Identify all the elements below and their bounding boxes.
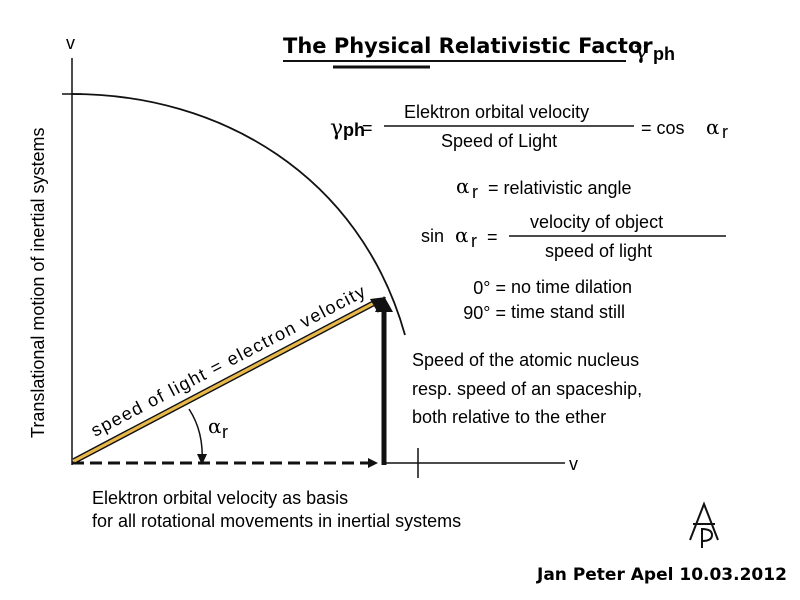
formula2-equals: = (487, 227, 498, 247)
speed-of-light-arrowhead (370, 297, 386, 313)
angle-arc-arrowhead (197, 454, 207, 465)
author-signature: Jan Peter Apel 10.03.2012 (536, 565, 787, 585)
vertical-note-line: resp. speed of an spaceship, (412, 379, 642, 399)
angle-symbol: α (208, 414, 222, 438)
formula1-gamma: γ (330, 116, 343, 141)
formula2-denominator: speed of light (545, 241, 652, 261)
angle-case-value: 0° = (473, 278, 506, 298)
author-monogram-icon (689, 501, 719, 548)
title-gamma-symbol: γ (634, 36, 648, 64)
formula1-numerator: Elektron orbital velocity (404, 102, 589, 122)
formula1-rhs-cos: = cos (641, 118, 685, 138)
speed-of-light-bar (73, 300, 377, 463)
definition-text: = relativistic angle (488, 178, 632, 198)
title-gamma-subscript: ph (653, 44, 675, 64)
angle-subscript: r (222, 422, 228, 442)
angle-case-text: time stand still (511, 302, 625, 322)
vertical-note-line: Speed of the atomic nucleus (412, 350, 639, 370)
formula2-numerator: velocity of object (530, 212, 663, 232)
angle-case-value: 90° = (463, 303, 506, 323)
bottom-note-line: for all rotational movements in inertial… (92, 511, 461, 531)
formula1-alpha-subscript: r (722, 122, 728, 142)
y-axis-top-label: v (66, 33, 75, 53)
formula1-alpha: α (706, 115, 720, 139)
formula2-sin: sin (421, 226, 444, 246)
vertical-note-line: both relative to the ether (412, 407, 606, 427)
formula1-denominator: Speed of Light (441, 131, 557, 151)
definition-alpha-subscript: r (472, 182, 478, 202)
velocity-arc (71, 93, 406, 336)
y-axis-label: Translational motion of inertial systems (28, 128, 48, 438)
diagonal-label: speed of light = electron velocity (88, 281, 370, 441)
formula2-alpha-subscript: r (471, 231, 477, 251)
formula2-alpha: α (455, 223, 469, 247)
formula1-gamma-subscript: ph (343, 120, 365, 140)
page-title: The Physical Relativistic Factor (283, 34, 653, 58)
formula1-equals: = (362, 118, 373, 138)
angle-case-text: no time dilation (511, 277, 632, 297)
x-axis-right-label: v (569, 454, 578, 474)
bottom-note-line: Elektron orbital velocity as basis (92, 488, 348, 508)
definition-alpha: α (456, 174, 470, 198)
